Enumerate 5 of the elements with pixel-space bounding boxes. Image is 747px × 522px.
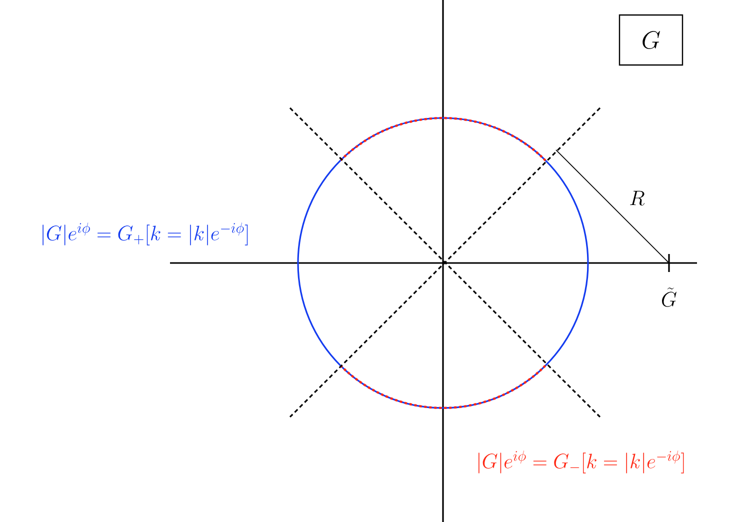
label-box: $G$ bbox=[618, 14, 684, 66]
radius-label: $R$ bbox=[630, 190, 645, 206]
axis-label: $\tilde{G}$ bbox=[662, 288, 676, 307]
formula-label: $|G|e^{i\phi} = G_-[k=|k|e^{-i\phi}]$ bbox=[478, 450, 684, 474]
formula-label: $|G|e^{i\phi} = G_+[k=|k|e^{-i\phi}]$ bbox=[42, 222, 248, 246]
